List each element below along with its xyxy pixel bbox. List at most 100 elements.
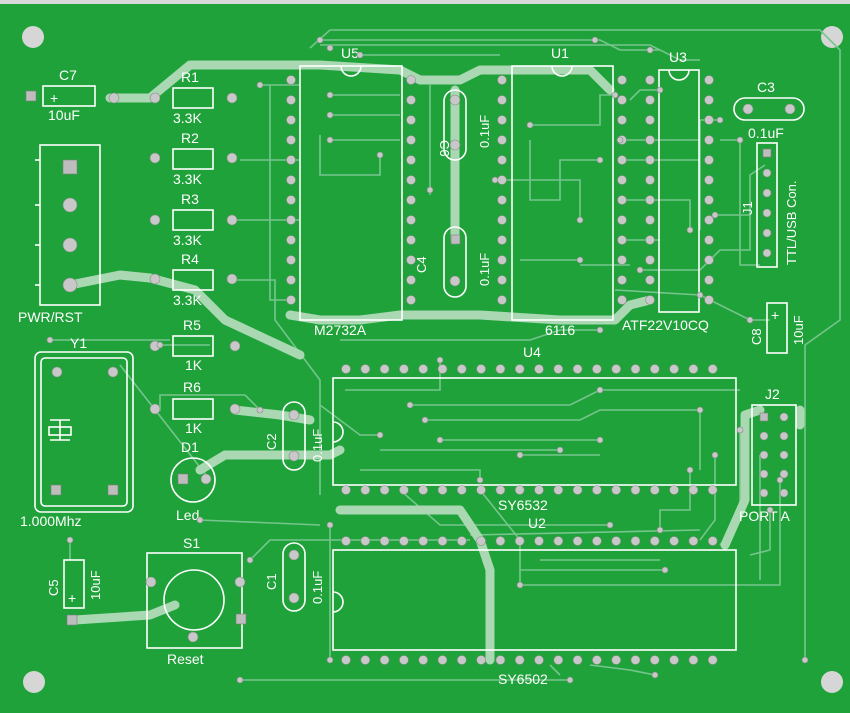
power-traces <box>65 60 805 665</box>
pin-pad <box>514 485 525 495</box>
c5-label: C5 <box>46 579 61 596</box>
pin-pad <box>779 431 789 441</box>
pin-pad <box>704 115 714 125</box>
u4-pins <box>341 364 718 495</box>
via <box>596 326 604 334</box>
pin-pad <box>360 655 371 665</box>
pin-pad <box>406 95 416 105</box>
c1-label: C1 <box>264 573 279 590</box>
pin-pad <box>779 412 789 422</box>
pin-pad <box>534 536 544 546</box>
pin-pad <box>645 195 655 205</box>
pin-pad <box>762 168 772 178</box>
pin-pad <box>534 485 544 495</box>
pwr-rst-label: PWR/RST <box>18 309 83 325</box>
reset-label: Reset <box>167 651 204 667</box>
r5-label: R5 <box>183 317 201 333</box>
via <box>766 506 774 514</box>
pin-pad <box>611 485 622 495</box>
vias <box>46 36 809 684</box>
pin-pad <box>645 155 655 165</box>
pin-pad <box>497 275 507 285</box>
pin-pad <box>645 135 655 145</box>
pin-pad <box>759 488 769 498</box>
pin-pad <box>437 485 448 495</box>
pin-pad <box>406 135 416 145</box>
pin-pad <box>286 295 296 305</box>
via <box>46 336 54 344</box>
pin-pad <box>406 275 416 285</box>
d1-label: D1 <box>181 439 199 455</box>
via <box>421 416 429 424</box>
pin-pad <box>514 655 525 665</box>
chip-u1: U1 6116 <box>497 45 627 338</box>
via <box>436 356 444 364</box>
pin-pad <box>286 155 296 165</box>
pin-pad <box>704 275 714 285</box>
via <box>516 581 524 589</box>
c5-capacitor: + C5 10uF <box>46 559 103 609</box>
u3-name: ATF22V10CQ <box>622 317 709 333</box>
pin-pad <box>762 228 772 238</box>
j1-pins <box>762 148 772 258</box>
via <box>776 476 784 484</box>
via <box>801 656 809 664</box>
pin-pad <box>286 235 296 245</box>
via <box>591 36 599 44</box>
via <box>436 436 444 444</box>
pin-pad <box>779 488 789 498</box>
pin-pad <box>704 235 714 245</box>
resistor-r2: R2 3.3K <box>149 130 238 187</box>
via <box>716 116 724 124</box>
pin-pad <box>572 485 583 495</box>
pin-pad <box>379 364 390 374</box>
pin-pad <box>759 469 769 479</box>
pin-pad <box>553 485 564 495</box>
via <box>326 44 334 52</box>
j2-name: PORT A <box>739 508 791 524</box>
via <box>516 451 524 459</box>
pin-pad <box>645 275 655 285</box>
c6-value: 0.1uF <box>477 115 492 148</box>
pin-pad <box>707 536 718 546</box>
pin-pad <box>514 364 525 374</box>
chip-u3: U3 ATF22V10CQ <box>622 49 714 333</box>
pin-pad <box>286 95 296 105</box>
pin-pad <box>497 135 507 145</box>
pin-1-pad <box>762 148 772 158</box>
pin-pad <box>286 135 296 145</box>
resistor-r5: R5 1K <box>149 317 241 373</box>
pin-pad <box>617 175 627 185</box>
pin-pad <box>399 364 409 374</box>
via <box>711 451 719 459</box>
via <box>711 211 719 219</box>
pin-pad <box>495 655 506 665</box>
pin-pad <box>645 255 655 265</box>
via <box>576 256 584 264</box>
via <box>746 316 754 324</box>
pin-pad <box>649 364 660 374</box>
pin-pad <box>759 450 769 460</box>
r2-label: R2 <box>181 130 199 146</box>
via <box>736 426 744 434</box>
pin-pad <box>572 364 583 374</box>
pin-pad <box>497 115 507 125</box>
pin-pad <box>688 655 699 665</box>
via <box>656 526 664 534</box>
pin-pad <box>418 364 429 374</box>
c5-value: 10uF <box>88 570 103 600</box>
r5-value: 1K <box>185 357 203 373</box>
r3-label: R3 <box>181 191 199 207</box>
pin-pad <box>669 655 679 665</box>
pin-pad <box>495 536 506 546</box>
via <box>651 671 659 679</box>
pin-pad <box>645 175 655 185</box>
via <box>696 406 704 414</box>
pin-pad <box>497 75 507 85</box>
via <box>356 51 364 59</box>
pin-pad <box>286 195 296 205</box>
via <box>491 176 499 184</box>
top-edge <box>0 0 850 4</box>
pin-1-pad <box>759 412 769 422</box>
